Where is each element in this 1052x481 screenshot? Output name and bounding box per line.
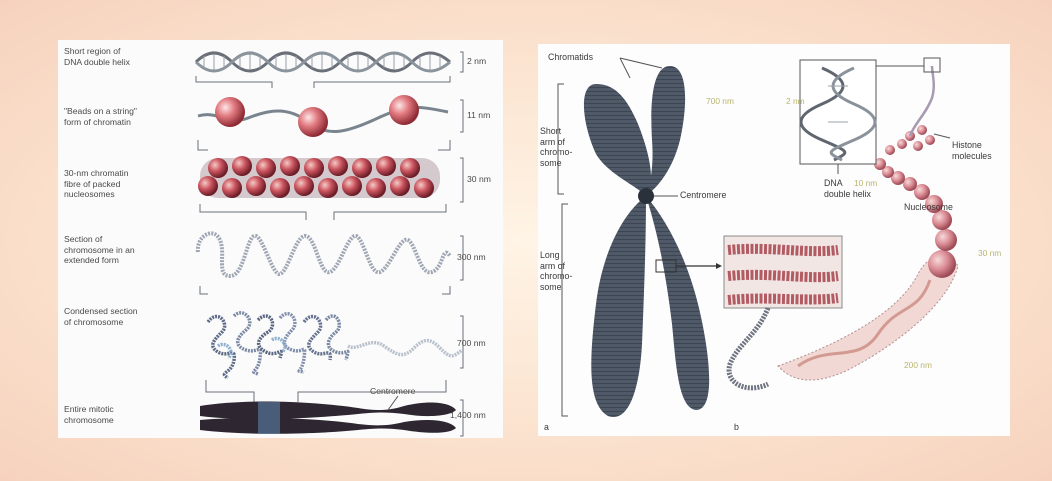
beads-on-string (198, 95, 448, 137)
chromosome-structure-art (538, 44, 1010, 436)
histone-molecules (913, 125, 935, 151)
zoom-connector (198, 140, 450, 150)
level-label-dna: Short region of DNA double helix (64, 46, 130, 67)
zoom-connector (200, 204, 446, 220)
scale-2nm-right: 2 nm (786, 96, 805, 106)
dna-helix-segment (196, 53, 450, 71)
scale-11nm: 11 nm (467, 110, 490, 120)
centromere-label-right: Centromere (680, 190, 726, 201)
scale-700nm-right: 700 nm (706, 96, 734, 106)
long-arm-label: Long arm of chromo- some (540, 250, 572, 292)
zoom-connector (196, 76, 450, 88)
nucleosome-label: Nucleosome (904, 202, 953, 213)
chromatids-label: Chromatids (548, 52, 593, 63)
sub-label-a: a (544, 422, 549, 433)
sub-label-b: b (734, 422, 739, 433)
coiled-fibre (729, 308, 768, 388)
level-label-30nm: 30-nm chromatin fibre of packed nucleoso… (64, 168, 128, 200)
level-label-condensed: Condensed section of chromosome (64, 306, 138, 327)
scale-30nm-right: 30 nm (978, 248, 1001, 258)
extended-chromatin-loops (198, 233, 450, 276)
scale-700nm: 700 nm (457, 338, 486, 348)
scale-10nm-right: 10 nm (854, 178, 877, 188)
zoom-connector (200, 286, 450, 294)
scale-300nm: 300 nm (457, 252, 486, 262)
histone-molecules-label: Histone molecules (952, 140, 992, 161)
short-arm-label: Short arm of chromo- some (540, 126, 572, 168)
scale-30nm: 30 nm (467, 174, 491, 184)
centromere-label-left: Centromere (370, 386, 415, 397)
scale-1400nm: 1,400 nm (450, 410, 486, 420)
level-label-mitotic: Entire mitotic chromosome (64, 404, 114, 425)
chromosome-structure-panel: Chromatids 700 nm Short arm of chromo- s… (538, 44, 1010, 436)
level-label-extended: Section of chromosome in an extended for… (64, 234, 135, 266)
scale-200nm-right: 200 nm (904, 360, 932, 370)
chromatin-levels-panel: Short region of DNA double helix "Beads … (58, 40, 503, 438)
scale-2nm: 2 nm (467, 56, 486, 66)
dna-double-helix-inset (800, 60, 876, 174)
thirty-nm-fibre (198, 156, 440, 198)
mitotic-chromosome (200, 396, 456, 434)
level-label-beads: "Beads on a string" form of chromatin (64, 106, 137, 127)
chromosome-x (584, 66, 709, 417)
scale-brackets (460, 52, 463, 436)
condensed-chromatin (208, 313, 462, 378)
